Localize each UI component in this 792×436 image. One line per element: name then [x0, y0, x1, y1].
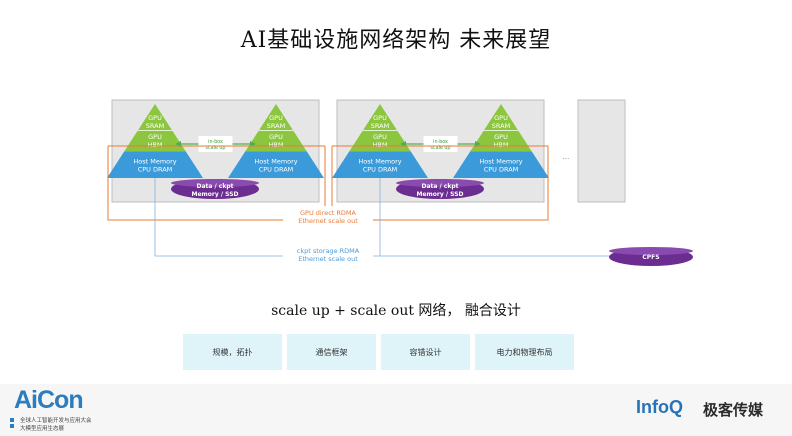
ckpt-line-left [154, 178, 610, 257]
aicon-subtitle-2: 大模型应用生态展 [20, 426, 65, 432]
ellipsis-label: ... [563, 153, 570, 161]
topic-box-scale-topology: 规模，拓扑 [183, 334, 282, 370]
inbox-label-bg-2 [423, 136, 458, 152]
cpfs-cylinder-top [609, 247, 693, 255]
triangle-base-2 [228, 151, 324, 178]
aicon-logo-mark-icon [10, 418, 14, 428]
topic-box-fault-tolerance: 容错设计 [381, 334, 470, 370]
slide-title: AI基础设施网络架构 未来展望 [240, 28, 552, 53]
triangle-base-3 [332, 151, 428, 178]
slide-subtitle: scale up + scale out 网络， 融合设计 [271, 303, 521, 319]
aicon-subtitle-1: 全球人工智能开发与应用大会 [20, 418, 92, 424]
triangle-top-1 [137, 104, 173, 131]
triangle-top-2 [258, 104, 294, 131]
cpfs-label: CPFS [642, 254, 659, 261]
storage-cylinder-top-1 [171, 179, 259, 187]
jike-media-logo: 极客传媒 [703, 401, 764, 419]
triangle-base-1 [107, 151, 203, 178]
ckpt-label-bg [283, 244, 373, 266]
triangle-base-4 [453, 151, 549, 178]
topic-box-comm-framework: 通信框架 [287, 334, 376, 370]
storage-cylinder-top-2 [396, 179, 484, 187]
aicon-logo: AiCon [14, 386, 84, 414]
inbox-label-bg-1 [198, 136, 233, 152]
topic-box-power-layout: 电力和物理布局 [475, 334, 574, 370]
footer-bar: AiCon 全球人工智能开发与应用大会 大模型应用生态展 InfoQ 极客传媒 [0, 384, 792, 436]
server-box-3 [577, 99, 626, 203]
infoq-logo: InfoQ [636, 397, 683, 417]
triangle-top-3 [362, 104, 398, 131]
rdma-label-bg [283, 206, 373, 228]
triangle-top-4 [483, 104, 519, 131]
